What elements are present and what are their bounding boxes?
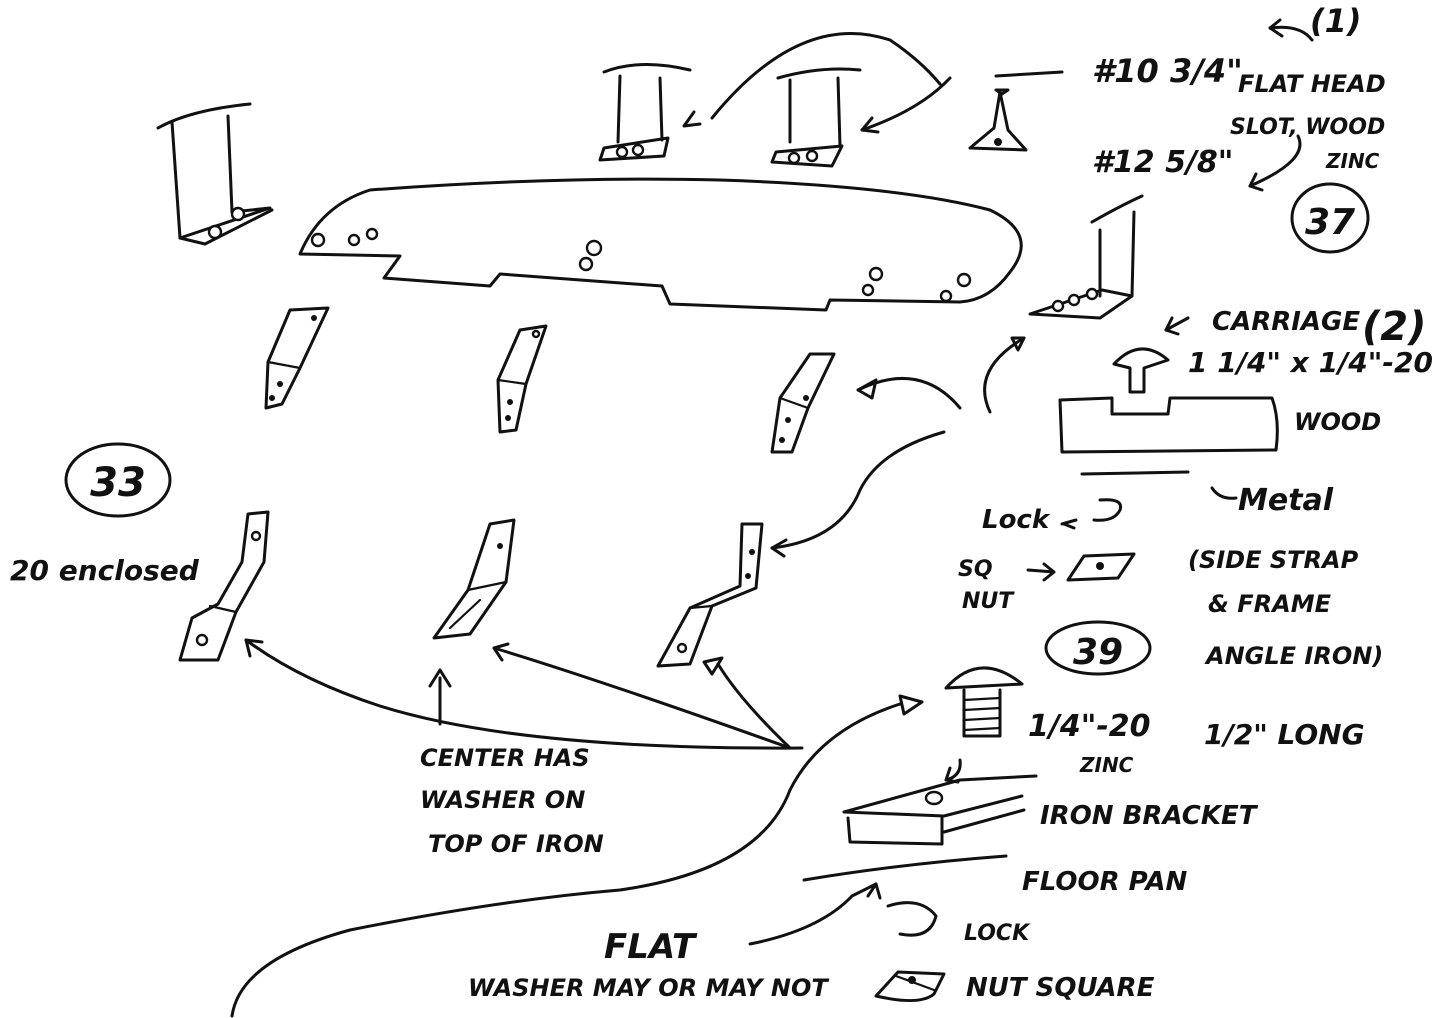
callout-37: 37 [1290, 182, 1370, 254]
nut-label: NUT [962, 589, 1015, 614]
zinc-top-label: ZINC [1325, 149, 1380, 173]
enclosed-label: 20 enclosed [10, 554, 200, 587]
side-strap-upper-3 [770, 352, 836, 454]
flat-label: FLAT [604, 927, 698, 967]
screw-10-size-label: #10 3/4" [1092, 52, 1243, 90]
center-note-line-2: WASHER ON [420, 786, 585, 814]
side-strap-lower-1 [178, 510, 270, 662]
callout-37-text: 37 [1305, 202, 1355, 243]
callout-33-text: 33 [90, 460, 146, 506]
screw-callout-arrows [1248, 18, 1314, 192]
center-note-line-3: TOP OF IRON [428, 830, 604, 858]
zinc-bolt-label: ZINC [1079, 753, 1134, 777]
callout-39-text: 39 [1073, 632, 1123, 673]
lock-bottom-label: LOCK [964, 921, 1031, 946]
top-arrows [682, 32, 952, 134]
callout-1-label: (1) [1310, 2, 1362, 40]
angle-bracket-top-center-left [598, 63, 692, 162]
angle-bracket-right [1028, 194, 1144, 320]
round-head-bolt-icon [944, 666, 1024, 784]
side-strap-label-3: ANGLE IRON) [1204, 642, 1383, 670]
washer-may-label: WASHER MAY OR MAY NOT [468, 974, 829, 1002]
nut-square-label: NUT SQUARE [966, 973, 1155, 1003]
screw-12-size-label: #12 5/8" [1092, 145, 1233, 180]
flat-head-screw-icon [968, 70, 1064, 152]
side-strap-label-2: & FRAME [1208, 590, 1332, 618]
iron-bracket-label: IRON BRACKET [1040, 801, 1259, 831]
callout-2-label: (2) [1362, 304, 1426, 350]
wood-label: WOOD [1294, 408, 1381, 436]
angle-bracket-top-center-right [770, 67, 862, 168]
angle-bracket-top-left [156, 102, 274, 246]
side-strap-label-1: (SIDE STRAP [1188, 546, 1359, 574]
side-strap-upper-1 [264, 306, 330, 410]
iron-bracket-illustration [802, 774, 1038, 882]
lock-top-label: Lock [982, 505, 1051, 535]
bottom-lock-and-nut [748, 882, 946, 1002]
half-long-label: 1/2" LONG [1204, 718, 1365, 751]
side-panel [298, 177, 1023, 312]
metal-plate-and-nuts [1026, 470, 1238, 582]
side-strap-lower-2 [432, 518, 516, 640]
side-strap-upper-2 [496, 324, 548, 434]
metal-label: Metal [1238, 483, 1334, 518]
slot-wood-label: SLOT, WOOD [1230, 115, 1385, 140]
bottom-long-arrow [230, 694, 924, 1018]
bolt-size-label: 1/4"-20 [1028, 709, 1151, 744]
middle-arrows [770, 336, 1026, 558]
center-note-line-1: CENTER HAS [420, 744, 590, 772]
callout-39: 39 [1044, 620, 1152, 676]
carriage-bolt-illustration [1058, 316, 1279, 454]
floor-pan-label: FLOOR PAN [1022, 867, 1187, 897]
side-strap-lower-3 [656, 522, 764, 668]
lower-arrows [244, 638, 804, 750]
callout-33: 33 [64, 442, 172, 518]
sq-label: SQ [958, 557, 993, 582]
carriage-label: CARRIAGE [1212, 307, 1360, 337]
flat-head-label: FLAT HEAD [1238, 70, 1386, 98]
carriage-size-label: 1 1/4" x 1/4"-20 [1188, 346, 1433, 379]
